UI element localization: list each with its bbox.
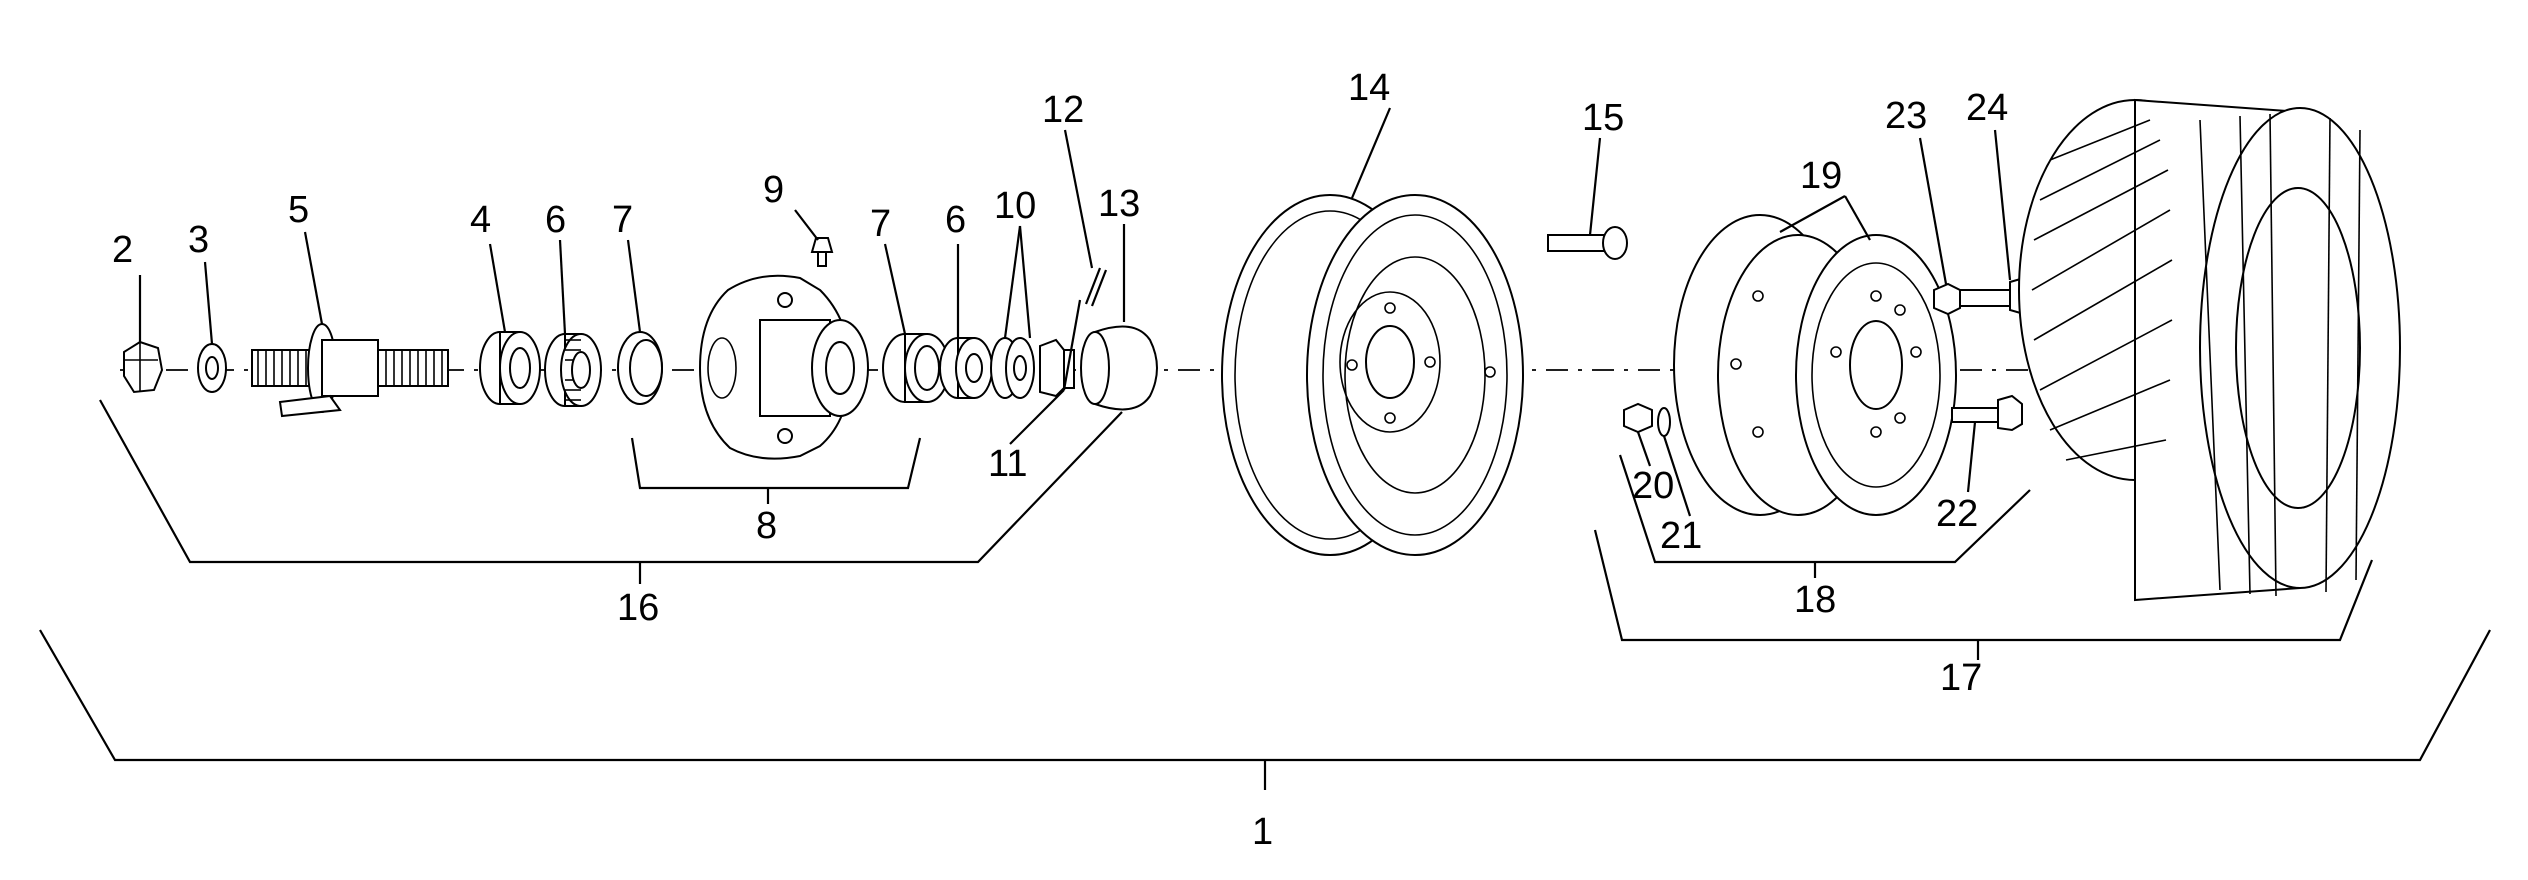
tire-part [2018, 98, 2401, 602]
label-15: 15 [1582, 97, 1624, 139]
cotter-pin-part [1084, 267, 1108, 307]
label-12: 12 [1042, 89, 1084, 131]
label-4: 4 [470, 199, 491, 241]
bolt-part-15 [1547, 226, 1628, 260]
label-8: 8 [756, 505, 777, 547]
tire-tread [2031, 113, 2361, 597]
bearing-race-part-7a [617, 331, 663, 405]
bearing-cone-part-6a [544, 333, 602, 407]
label-23: 23 [1885, 95, 1927, 137]
label-2: 2 [112, 229, 133, 271]
label-6a: 6 [545, 199, 566, 241]
label-11: 11 [988, 443, 1027, 485]
label-9: 9 [763, 169, 784, 211]
leader-lines [138, 107, 2012, 517]
nut-part-20 [1623, 402, 1671, 437]
bracket-assembly-1 [39, 629, 2491, 762]
nut-part [123, 340, 164, 394]
bracket-rim-18 [1618, 454, 2031, 564]
label-22: 22 [1936, 493, 1978, 535]
hub-part [698, 274, 869, 460]
washer-part [197, 343, 227, 393]
label-7b: 7 [870, 203, 891, 245]
label-3: 3 [188, 219, 209, 261]
bolt-part-22 [1951, 394, 2023, 432]
label-17: 17 [1940, 657, 1982, 699]
bracket-wheel-17 [1593, 529, 2374, 642]
label-10: 10 [994, 185, 1036, 227]
bracket-hub-8 [630, 437, 922, 490]
nut-part-23 [1933, 282, 1961, 316]
label-7a: 7 [612, 199, 633, 241]
label-13: 13 [1098, 183, 1140, 225]
label-6b: 6 [945, 199, 966, 241]
bearing-race-part-7b [882, 333, 950, 403]
dust-cap-part [1080, 325, 1158, 411]
label-21: 21 [1660, 515, 1702, 557]
label-20: 20 [1632, 465, 1674, 507]
spindle-part [251, 323, 449, 418]
washer-part-10 [990, 337, 1035, 399]
bearing-part-4 [479, 331, 541, 405]
label-14: 14 [1348, 67, 1390, 109]
label-24: 24 [1966, 87, 2008, 129]
wheel-rim-part [1221, 194, 1524, 556]
split-rim-part [1673, 214, 1957, 516]
label-1: 1 [1252, 811, 1273, 853]
label-16: 16 [617, 587, 659, 629]
label-19: 19 [1800, 155, 1842, 197]
grease-fitting-part [810, 237, 834, 267]
label-18: 18 [1794, 579, 1836, 621]
bracket-hub-16 [99, 399, 1123, 564]
label-5: 5 [288, 189, 309, 231]
bearing-cone-part-6b [939, 337, 993, 399]
